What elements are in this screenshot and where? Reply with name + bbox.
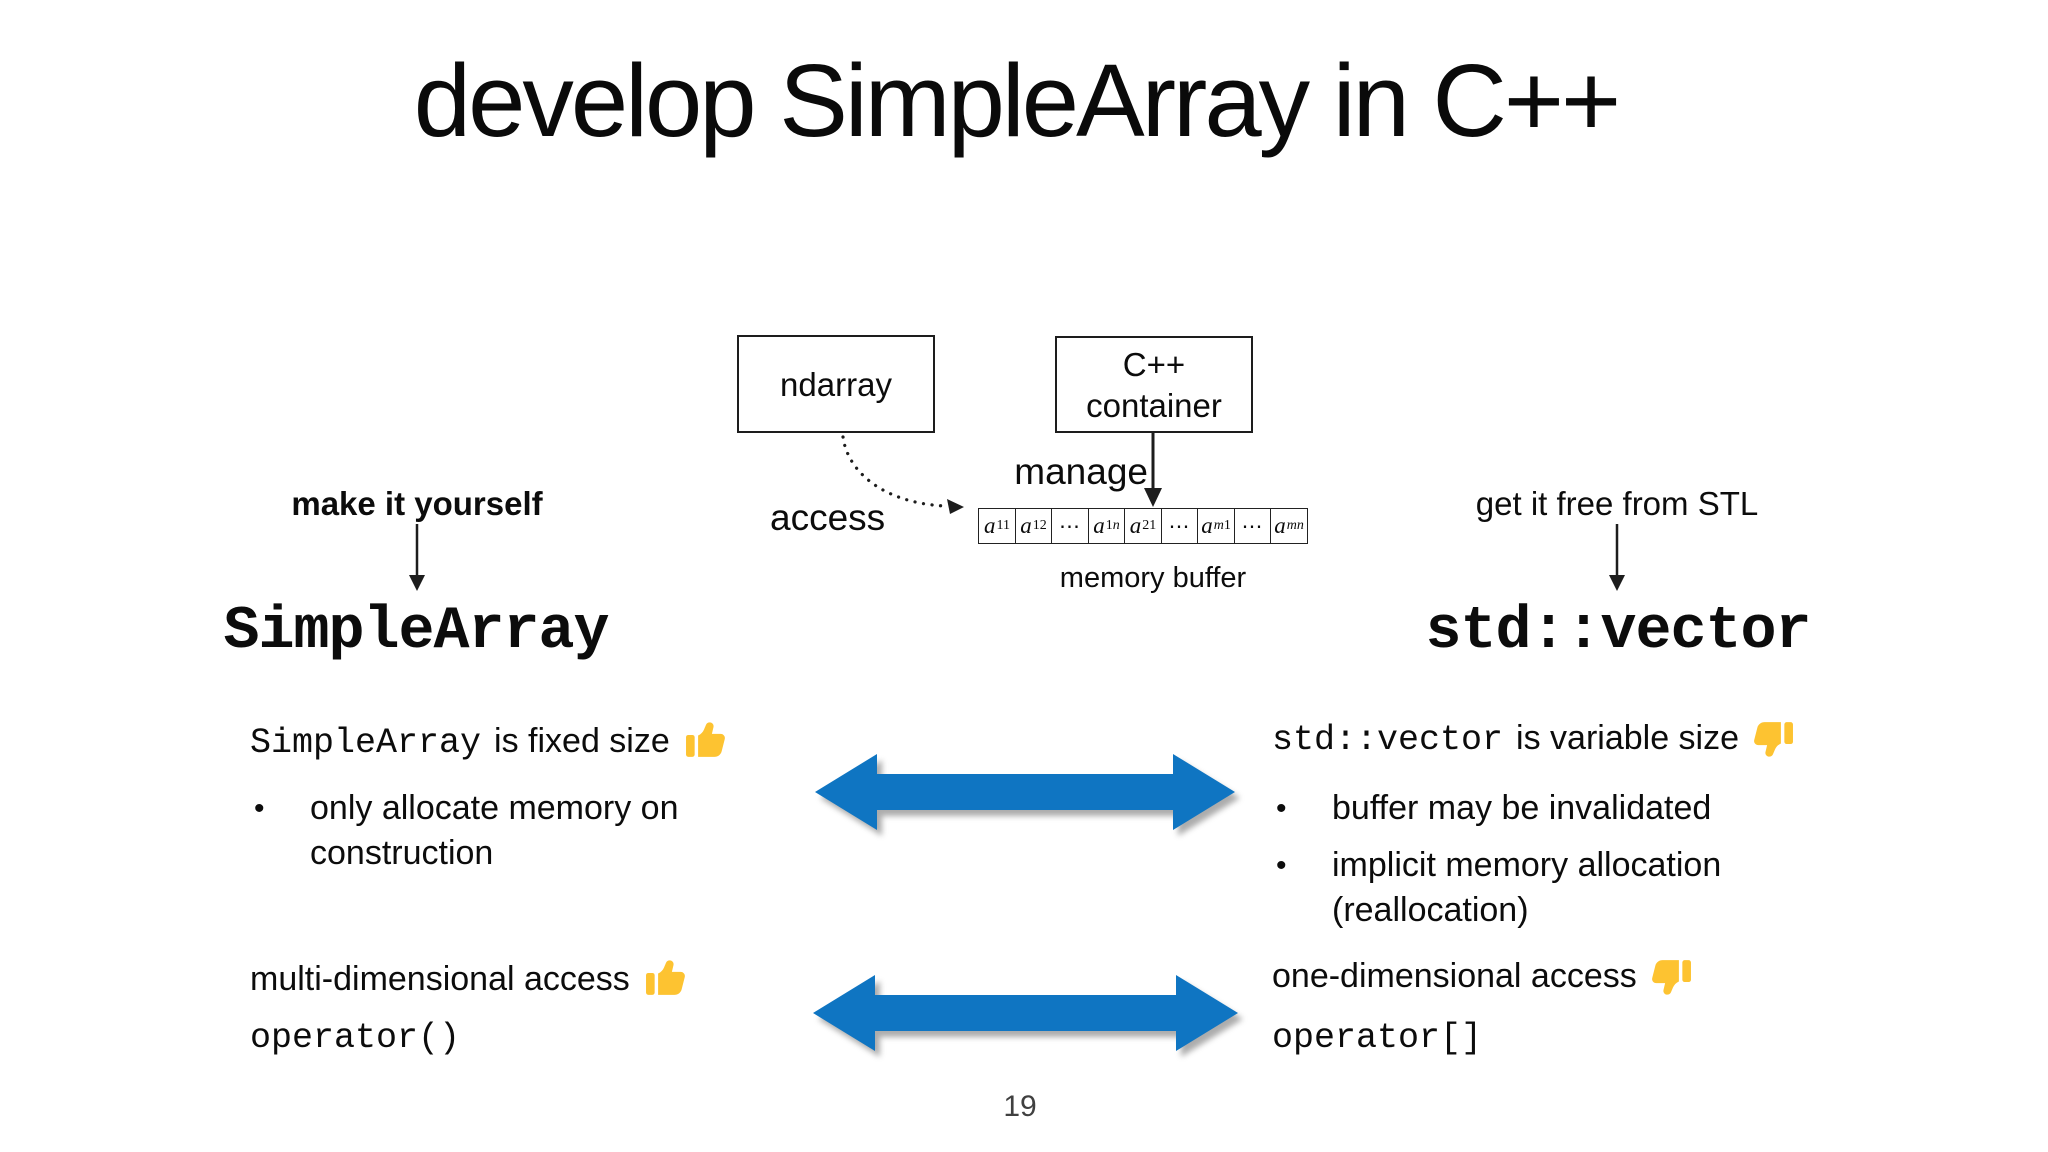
compare-arrow-bottom <box>813 975 1238 1051</box>
buffer-cell: ⋯ <box>1051 508 1089 544</box>
thumbs-down-icon <box>1754 722 1794 757</box>
right-row1-bullet1: • buffer may be invalidated <box>1272 786 1711 831</box>
cpp-line1: C++ <box>1122 345 1186 383</box>
left-branch-arrowhead-icon <box>409 575 425 591</box>
ndarray-box-label: ndarray <box>780 365 892 403</box>
right-row1-bullet2: • implicit memory allocation (reallocatio… <box>1272 843 1721 933</box>
page-title: develop SimpleArray in C++ <box>413 43 1621 158</box>
access-arrowhead-icon <box>947 499 964 514</box>
right-row1-line: std::vector is variable size <box>1272 716 1797 763</box>
right-row1-text: is variable size <box>1516 719 1740 757</box>
stdvector-heading: std::vector <box>1425 598 1811 666</box>
left-row2-line: multi-dimensional access <box>250 954 688 1001</box>
right-branch-arrowhead-icon <box>1609 575 1625 591</box>
buffer-cell: ⋯ <box>1160 508 1199 544</box>
page-number: 19 <box>1003 1090 1037 1123</box>
right-row1-code: std::vector <box>1272 720 1504 760</box>
right-row1-bullet2-text: implicit memory allocation (reallocation) <box>1332 843 1721 933</box>
thumbs-down-icon <box>1651 960 1691 995</box>
buffer-cell: ⋯ <box>1233 508 1272 544</box>
left-bullet-line1: only allocate memory on <box>310 789 679 827</box>
thumbs-up-icon <box>685 722 725 757</box>
bullet-dot: • <box>1276 849 1287 882</box>
thumbs-up-icon <box>645 960 685 995</box>
access-label: access <box>770 497 886 538</box>
bullet-dot: • <box>1276 792 1287 825</box>
right-bullet2-line1: implicit memory allocation <box>1332 846 1722 884</box>
right-row2-line: one-dimensional access <box>1272 954 1695 1001</box>
right-bullet2-line2: (reallocation) <box>1332 891 1529 929</box>
left-row2-code: operator() <box>250 1018 461 1058</box>
left-row1-bullet: • only allocate memory on construction <box>250 786 679 876</box>
get-it-free-label: get it free from STL <box>1475 485 1759 522</box>
cpp-container-box-label: C++container <box>1086 344 1222 426</box>
left-bullet-line2: construction <box>310 834 494 872</box>
left-row1-line: SimpleArray is fixed size <box>250 716 728 765</box>
ndarray-box: ndarray <box>737 335 935 433</box>
bullet-dot: • <box>254 792 265 825</box>
manage-label: manage <box>1014 451 1148 492</box>
right-row2-text: one-dimensional access <box>1272 957 1637 995</box>
simplearray-heading: SimpleArray <box>223 598 609 666</box>
compare-arrow-top <box>815 754 1235 830</box>
make-it-yourself-label: make it yourself <box>291 485 543 522</box>
left-row1-code: SimpleArray <box>250 723 482 763</box>
cpp-container-box: C++container <box>1055 336 1253 433</box>
right-row1-bullet1-text: buffer may be invalidated <box>1332 789 1712 827</box>
cpp-line2: container <box>1086 386 1222 424</box>
left-row1-bullet-text: only allocate memory on construction <box>310 786 679 876</box>
left-row2-text: multi-dimensional access <box>250 960 630 998</box>
right-row2-code: operator[] <box>1272 1018 1483 1058</box>
memory-buffer-label: memory buffer <box>1059 562 1247 594</box>
access-dotted-arrow <box>841 435 946 508</box>
left-row1-text: is fixed size <box>494 722 670 760</box>
